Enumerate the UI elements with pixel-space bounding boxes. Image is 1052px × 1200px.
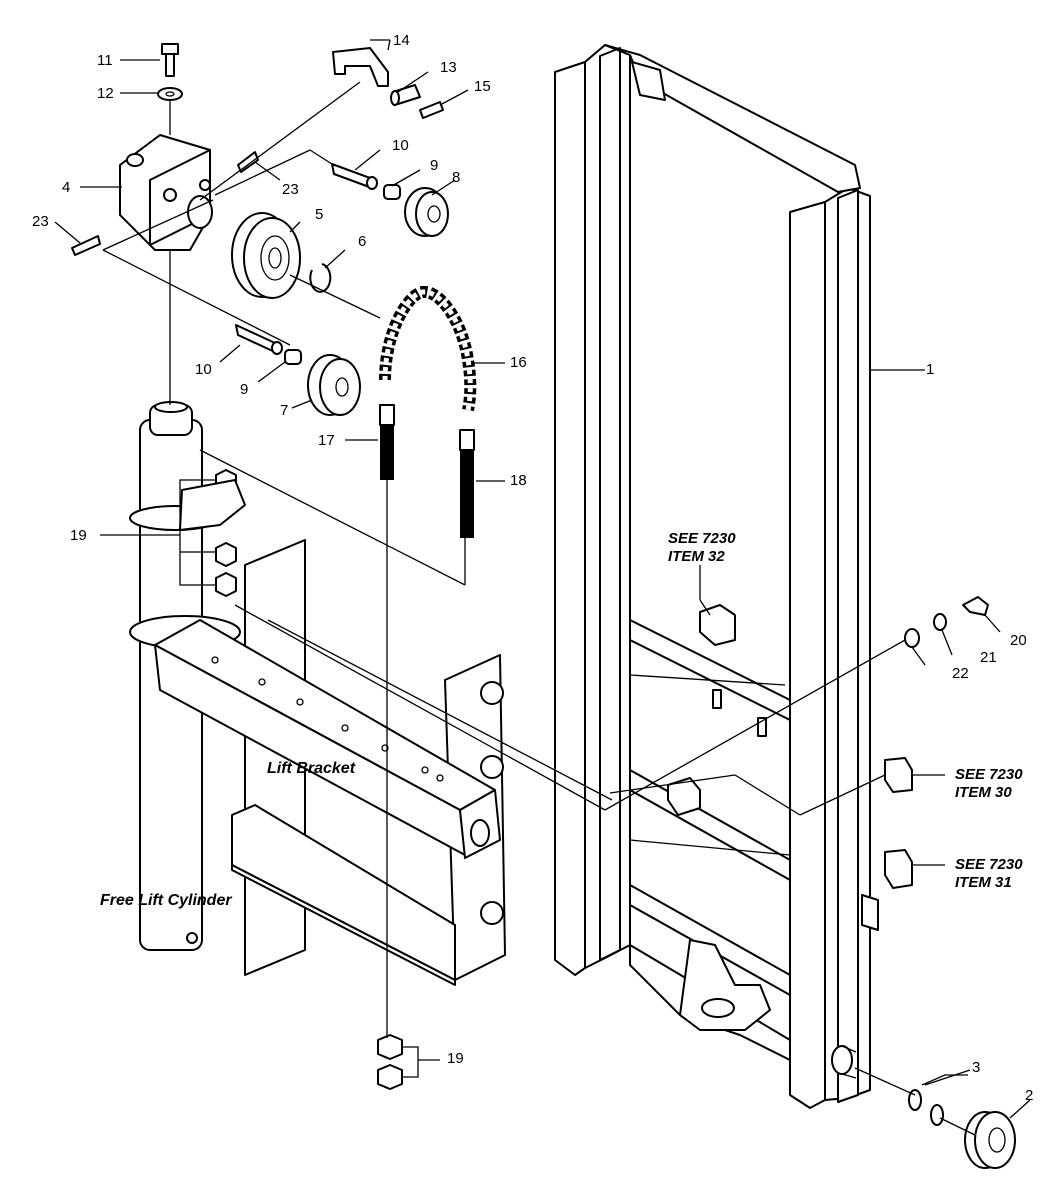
callout-15: 15 — [474, 78, 491, 95]
callout-7: 7 — [280, 402, 289, 419]
reference-line: SEE 7230 — [668, 530, 736, 547]
top-bracket-group — [71, 43, 259, 256]
callout-8: 8 — [452, 169, 461, 186]
callout-18: 18 — [510, 472, 527, 489]
callout-10-upper: 10 — [392, 137, 409, 154]
callout-20: 20 — [1010, 632, 1027, 649]
lift-chain — [379, 286, 477, 412]
reference-line: SEE 7230 — [955, 766, 1023, 783]
lower-roller-set — [235, 324, 361, 416]
upper-roller-set — [331, 163, 449, 237]
callout-4: 4 — [62, 179, 71, 196]
callout-19-upper: 19 — [70, 527, 87, 544]
callout-21: 21 — [980, 649, 997, 666]
reference-note-item-31: SEE 7230 ITEM 31 — [955, 856, 1023, 892]
callout-16: 16 — [510, 354, 527, 371]
callout-19-lower: 19 — [447, 1050, 464, 1067]
callout-6: 6 — [358, 233, 367, 250]
cover-bracket-group — [332, 47, 444, 119]
callout-2: 2 — [1025, 1087, 1034, 1104]
callout-23-lower: 23 — [32, 213, 49, 230]
callout-17: 17 — [318, 432, 335, 449]
leader-lines — [54, 39, 1031, 1136]
free-lift-cylinder-caption: Free Lift Cylinder — [100, 892, 232, 909]
chain-sheave-group — [231, 212, 332, 299]
reference-line: SEE 7230 — [955, 856, 1023, 873]
callout-9-upper: 9 — [430, 157, 439, 174]
mast-bearings — [908, 1089, 1016, 1169]
lift-bracket-caption: Lift Bracket — [267, 760, 356, 777]
callout-11: 11 — [97, 52, 113, 69]
callout-12: 12 — [97, 85, 114, 102]
reference-line: ITEM 31 — [955, 874, 1012, 891]
callout-3: 3 — [972, 1059, 981, 1076]
reference-line: ITEM 30 — [955, 784, 1012, 801]
callout-14: 14 — [393, 32, 410, 49]
nut-stack-19 — [179, 469, 403, 1090]
reference-note-item-30: SEE 7230 ITEM 30 — [955, 766, 1023, 802]
chain-anchors — [379, 404, 475, 538]
mast-hardware — [904, 596, 989, 648]
mast-assembly — [554, 44, 913, 1109]
callout-22: 22 — [952, 665, 969, 682]
callout-23-upper: 23 — [282, 181, 299, 198]
callout-5: 5 — [315, 206, 324, 223]
reference-note-item-32: SEE 7230 ITEM 32 — [668, 530, 736, 566]
callout-13: 13 — [440, 59, 457, 76]
reference-line: ITEM 32 — [668, 548, 725, 565]
callout-10-lower: 10 — [195, 361, 212, 378]
callout-9-lower: 9 — [240, 381, 249, 398]
callout-1: 1 — [926, 361, 935, 378]
